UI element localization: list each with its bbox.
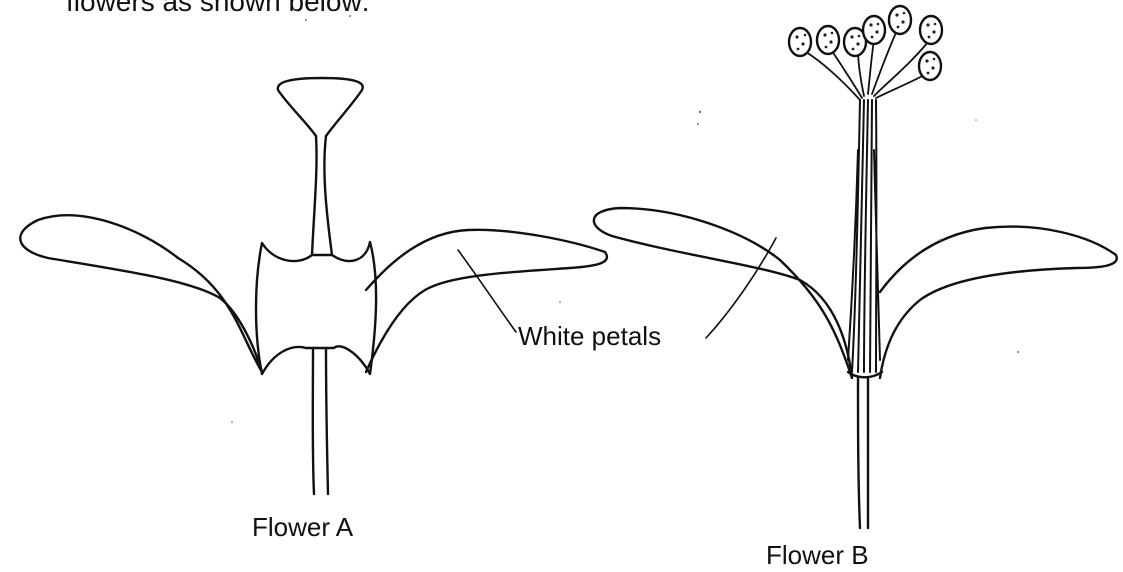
flower-b-anther-1	[787, 26, 813, 58]
flower-a-left-petal	[19, 214, 264, 374]
flower-a-style	[310, 134, 334, 257]
flower-b-label: Flower B	[766, 540, 869, 570]
scan-specks	[231, 15, 1019, 423]
flower-a-ovary	[254, 240, 378, 376]
flower-b-anther-5	[887, 4, 913, 36]
flower-a	[19, 76, 608, 496]
flower-b-anther-3	[842, 26, 868, 58]
flower-b-receptacle	[846, 370, 884, 379]
flower-a-stalk	[311, 346, 330, 496]
white-petals-label: White petals	[518, 321, 662, 351]
flower-b-anther-stipple	[795, 11, 937, 75]
flower-a-label: Flower A	[252, 512, 354, 542]
petal-pointer-line-a	[457, 249, 517, 333]
flower-a-right-petal	[364, 228, 608, 374]
flower-b-filament-bundle	[847, 99, 881, 373]
flower-b-left-petal	[592, 206, 854, 380]
flower-b	[592, 27, 1118, 530]
petal-pointer-line-b	[705, 237, 777, 339]
flower-b-stalk	[856, 376, 870, 530]
flower-b-anther-6	[918, 14, 944, 46]
header-text: flowers as shown below:	[66, 0, 370, 17]
flower-b-anther-7	[917, 50, 943, 82]
flower-b-anther-2	[815, 24, 841, 56]
flower-b-right-petal	[878, 225, 1118, 380]
flower-a-stigma	[276, 76, 364, 138]
flower-b-anther-4	[861, 14, 887, 46]
flower-b-filament-branches	[805, 27, 931, 101]
